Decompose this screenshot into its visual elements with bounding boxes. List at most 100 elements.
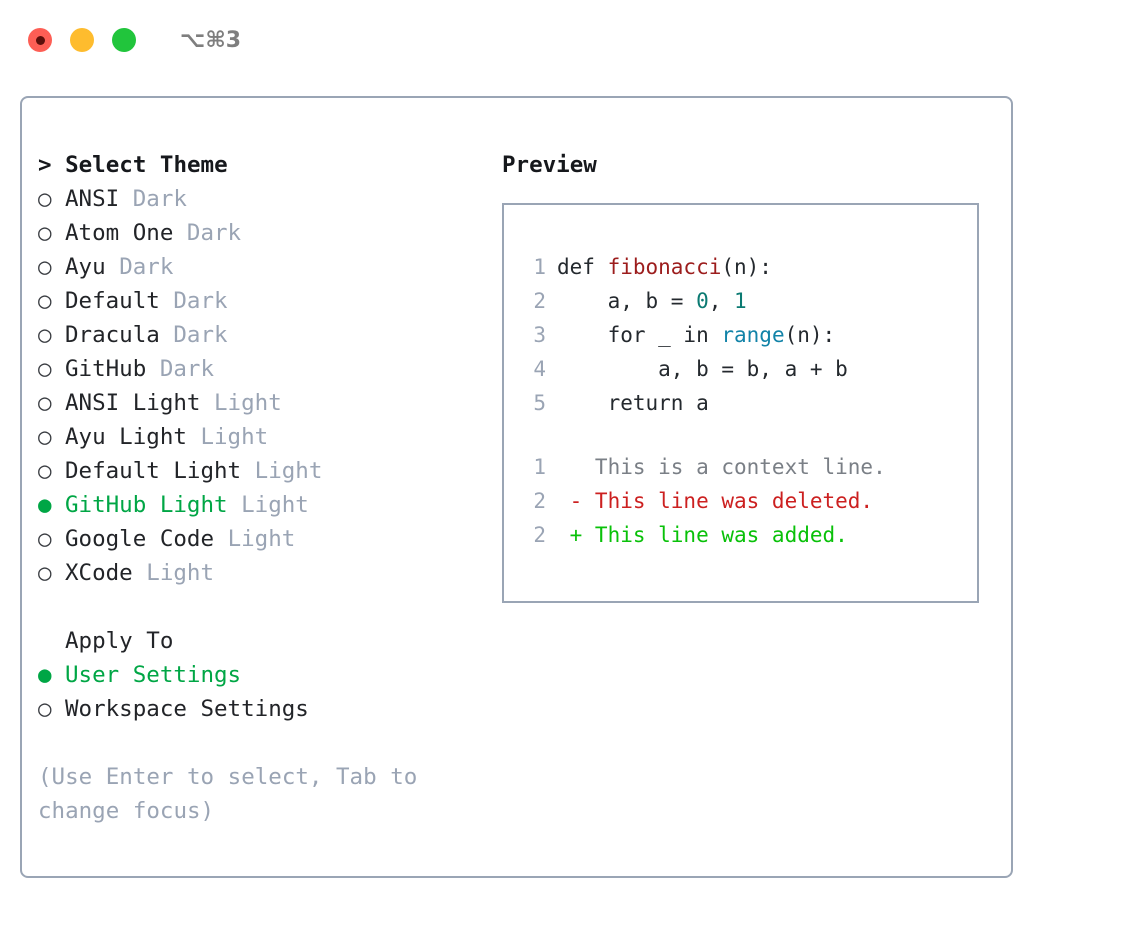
- radio-circle-icon: ○: [38, 220, 52, 246]
- radio-circle-icon: ○: [38, 560, 52, 586]
- theme-label: Atom One: [65, 220, 174, 246]
- theme-list-item[interactable]: ○GitHub Dark: [38, 352, 488, 386]
- line-number: 1: [533, 455, 546, 479]
- apply-to-label: Workspace Settings: [65, 696, 309, 722]
- theme-list-item[interactable]: ○ ANSI Light Light: [38, 386, 488, 420]
- theme-tag-text: Light: [227, 526, 296, 552]
- line-number: 2: [533, 289, 546, 313]
- theme-tag: [160, 284, 174, 318]
- diff-text: + This line was added.: [557, 523, 848, 547]
- code-token: (n):: [721, 255, 772, 279]
- theme-label: Default Light: [65, 458, 242, 484]
- code-line: 2 a, b = 0, 1: [518, 284, 977, 318]
- diff-line-context: 1 This is a context line.: [518, 450, 977, 484]
- theme-tag-text: Light: [254, 458, 323, 484]
- theme-list-item[interactable]: ○Atom One Dark: [38, 216, 488, 250]
- apply-to-item-selected[interactable]: ● User Settings: [38, 658, 488, 692]
- theme-list-item[interactable]: ○Default Light Light: [38, 454, 488, 488]
- hint-text-line-1: (Use Enter to select, Tab to: [38, 764, 418, 790]
- theme-label: Default: [65, 288, 160, 314]
- theme-tag: [119, 182, 133, 216]
- radio-circle-icon: ○: [38, 424, 52, 450]
- theme-label: GitHub Light: [65, 492, 228, 518]
- code-token-function: fibonacci: [607, 255, 722, 279]
- code-token: return a: [557, 391, 709, 415]
- theme-tag: [214, 522, 228, 556]
- apply-to-list: ● User Settings ○ Workspace Settings: [38, 658, 488, 726]
- code-token: a, b = b, a + b: [557, 357, 848, 381]
- radio-circle-icon: ○: [38, 254, 52, 280]
- theme-label: ANSI Light: [65, 390, 201, 416]
- window-title: ⌥⌘3: [180, 27, 242, 53]
- window-controls: [28, 28, 136, 52]
- theme-list-item-selected[interactable]: ●GitHub Light Light: [38, 488, 488, 522]
- code-line: 5 return a: [518, 386, 977, 420]
- theme-label: XCode: [65, 560, 133, 586]
- minimize-button[interactable]: [70, 28, 94, 52]
- code-token-builtin: range: [721, 323, 785, 347]
- title-bar: ⌥⌘3: [0, 0, 1140, 80]
- radio-circle-icon: ○: [38, 390, 52, 416]
- code-token-number: 1: [734, 289, 747, 313]
- theme-tag-text: Light: [214, 390, 282, 416]
- maximize-button[interactable]: [112, 28, 136, 52]
- radio-filled-icon: ●: [38, 662, 52, 688]
- theme-tag: [241, 454, 255, 488]
- code-token: a, b =: [557, 289, 697, 313]
- theme-tag: [133, 556, 147, 590]
- radio-circle-icon: ○: [38, 526, 52, 552]
- code-token: def: [557, 255, 608, 279]
- theme-list-item[interactable]: ○ XCode Light: [38, 556, 488, 590]
- apply-to-item[interactable]: ○ Workspace Settings: [38, 692, 488, 726]
- apply-to-header: Apply To: [65, 628, 174, 654]
- code-preview-box: 1 def fibonacci(n): 2 a, b = 0, 1 3 for _…: [502, 203, 979, 603]
- list-spacer: [38, 590, 488, 624]
- diff-line-deleted: 2 - This line was deleted.: [518, 484, 977, 518]
- radio-filled-icon: ●: [38, 492, 52, 518]
- diff-line-added: 2 + This line was added.: [518, 518, 977, 552]
- theme-label: Ayu: [65, 254, 106, 280]
- theme-list-item[interactable]: ○Dracula Dark: [38, 318, 488, 352]
- theme-tag: [187, 420, 201, 454]
- theme-tag-text: Dark: [159, 356, 215, 382]
- theme-list-item[interactable]: ○ Google Code Light: [38, 522, 488, 556]
- line-number: 2: [533, 489, 546, 513]
- radio-circle-icon: ○: [38, 356, 52, 382]
- radio-circle-icon: ○: [38, 696, 52, 722]
- theme-tag-text: Dark: [132, 186, 187, 212]
- theme-label: Google Code: [65, 526, 215, 552]
- select-theme-header: > Select Theme: [38, 152, 228, 178]
- radio-circle-icon: ○: [38, 288, 52, 314]
- apply-to-label: User Settings: [65, 662, 242, 688]
- radio-circle-icon: ○: [38, 322, 52, 348]
- hint-spacer: [38, 726, 488, 760]
- dialog-columns: > Select Theme ○ ANSI Dark ○ Atom One Dark…: [22, 98, 1011, 876]
- code-line: 1 def fibonacci(n):: [518, 250, 977, 284]
- hint-text-line-2: change focus): [38, 798, 215, 824]
- line-number: 3: [533, 323, 546, 347]
- line-number: 2: [533, 523, 546, 547]
- preview-title: Preview: [502, 152, 597, 178]
- close-button[interactable]: [28, 28, 52, 52]
- theme-tag: [228, 488, 242, 522]
- theme-tag-text: Dark: [119, 254, 174, 280]
- theme-tag: [160, 318, 174, 352]
- code-line: 4 a, b = b, a + b: [518, 352, 977, 386]
- theme-tag-text: Dark: [173, 288, 228, 314]
- diff-text: This is a context line.: [557, 455, 886, 479]
- theme-selection-panel: > Select Theme ○ ANSI Dark ○ Atom One Dark…: [38, 148, 488, 828]
- radio-circle-icon: ○: [38, 186, 52, 212]
- theme-list-item[interactable]: ○ Default Dark: [38, 284, 488, 318]
- code-diff-gap: [518, 420, 977, 450]
- code-token-number: 0: [696, 289, 709, 313]
- theme-list-item[interactable]: ○Ayu Light Light: [38, 420, 488, 454]
- code-token: for _ in: [557, 323, 722, 347]
- theme-list: ○ANSI Dark ○Atom One Dark ○Ayu Dark ○Def…: [38, 182, 488, 590]
- preview-panel: Preview 1 def fibonacci(n): 2 a, b = 0, 1…: [502, 148, 1002, 603]
- theme-tag-text: Light: [146, 560, 215, 586]
- theme-list-item[interactable]: ○ ANSI Dark: [38, 182, 488, 216]
- theme-list-item[interactable]: ○ Ayu Dark: [38, 250, 488, 284]
- line-number: 1: [533, 255, 546, 279]
- recording-dot-icon: [35, 35, 45, 45]
- theme-label: ANSI: [65, 186, 120, 212]
